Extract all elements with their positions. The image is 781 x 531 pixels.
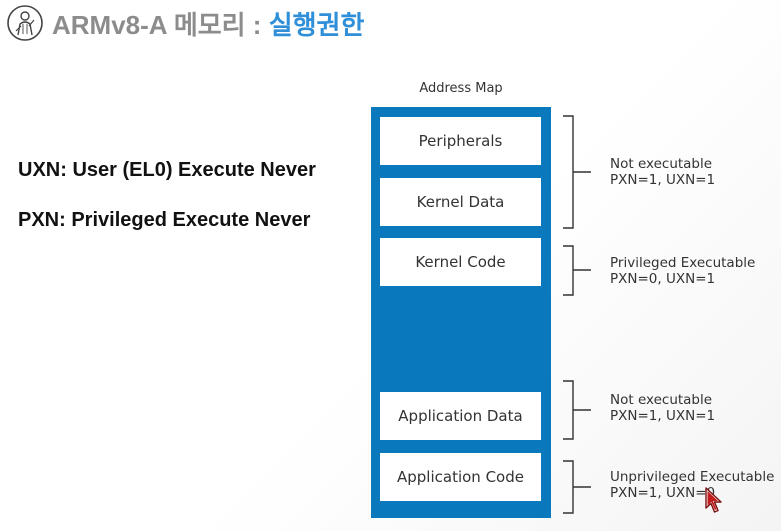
address-map-column xyxy=(371,107,551,518)
permission-note-application-code: Unprivileged Executable PXN=1, UXN=0 xyxy=(610,469,774,501)
permission-bits: PXN=1, UXN=1 xyxy=(610,408,716,424)
region-peripherals: Peripherals xyxy=(380,117,541,165)
region-kernel-data: Kernel Data xyxy=(380,178,541,226)
permission-heading: Privileged Executable xyxy=(610,255,756,271)
permission-heading: Not executable xyxy=(610,392,713,408)
region-application-code: Application Code xyxy=(380,453,541,501)
permission-bits: PXN=1, UXN=0 xyxy=(610,485,716,501)
permission-note-kernel: Not executable PXN=1, UXN=1 xyxy=(610,156,715,188)
mouse-pointer-icon xyxy=(704,487,726,515)
page-title-accent: 실행권한 xyxy=(268,10,365,40)
engraved-figure-logo-icon xyxy=(6,4,44,42)
permission-heading: Unprivileged Executable xyxy=(610,469,775,485)
permission-bits: PXN=1, UXN=1 xyxy=(610,172,716,188)
page-title-main: ARMv8-A 메모리 : xyxy=(52,10,269,40)
region-application-data: Application Data xyxy=(380,392,541,440)
permission-heading: Not executable xyxy=(610,156,713,172)
region-kernel-code: Kernel Code xyxy=(380,238,541,286)
pxn-definition: PXN: Privileged Execute Never xyxy=(18,209,311,231)
page-title: ARMv8-A 메모리 : 실행권한 xyxy=(52,9,364,41)
permission-note-kernel-code: Privileged Executable PXN=0, UXN=1 xyxy=(610,255,755,287)
address-map-caption: Address Map xyxy=(419,81,503,96)
uxn-definition: UXN: User (EL0) Execute Never xyxy=(18,159,316,181)
permission-bits: PXN=0, UXN=1 xyxy=(610,271,716,287)
permission-note-application-data: Not executable PXN=1, UXN=1 xyxy=(610,392,715,424)
